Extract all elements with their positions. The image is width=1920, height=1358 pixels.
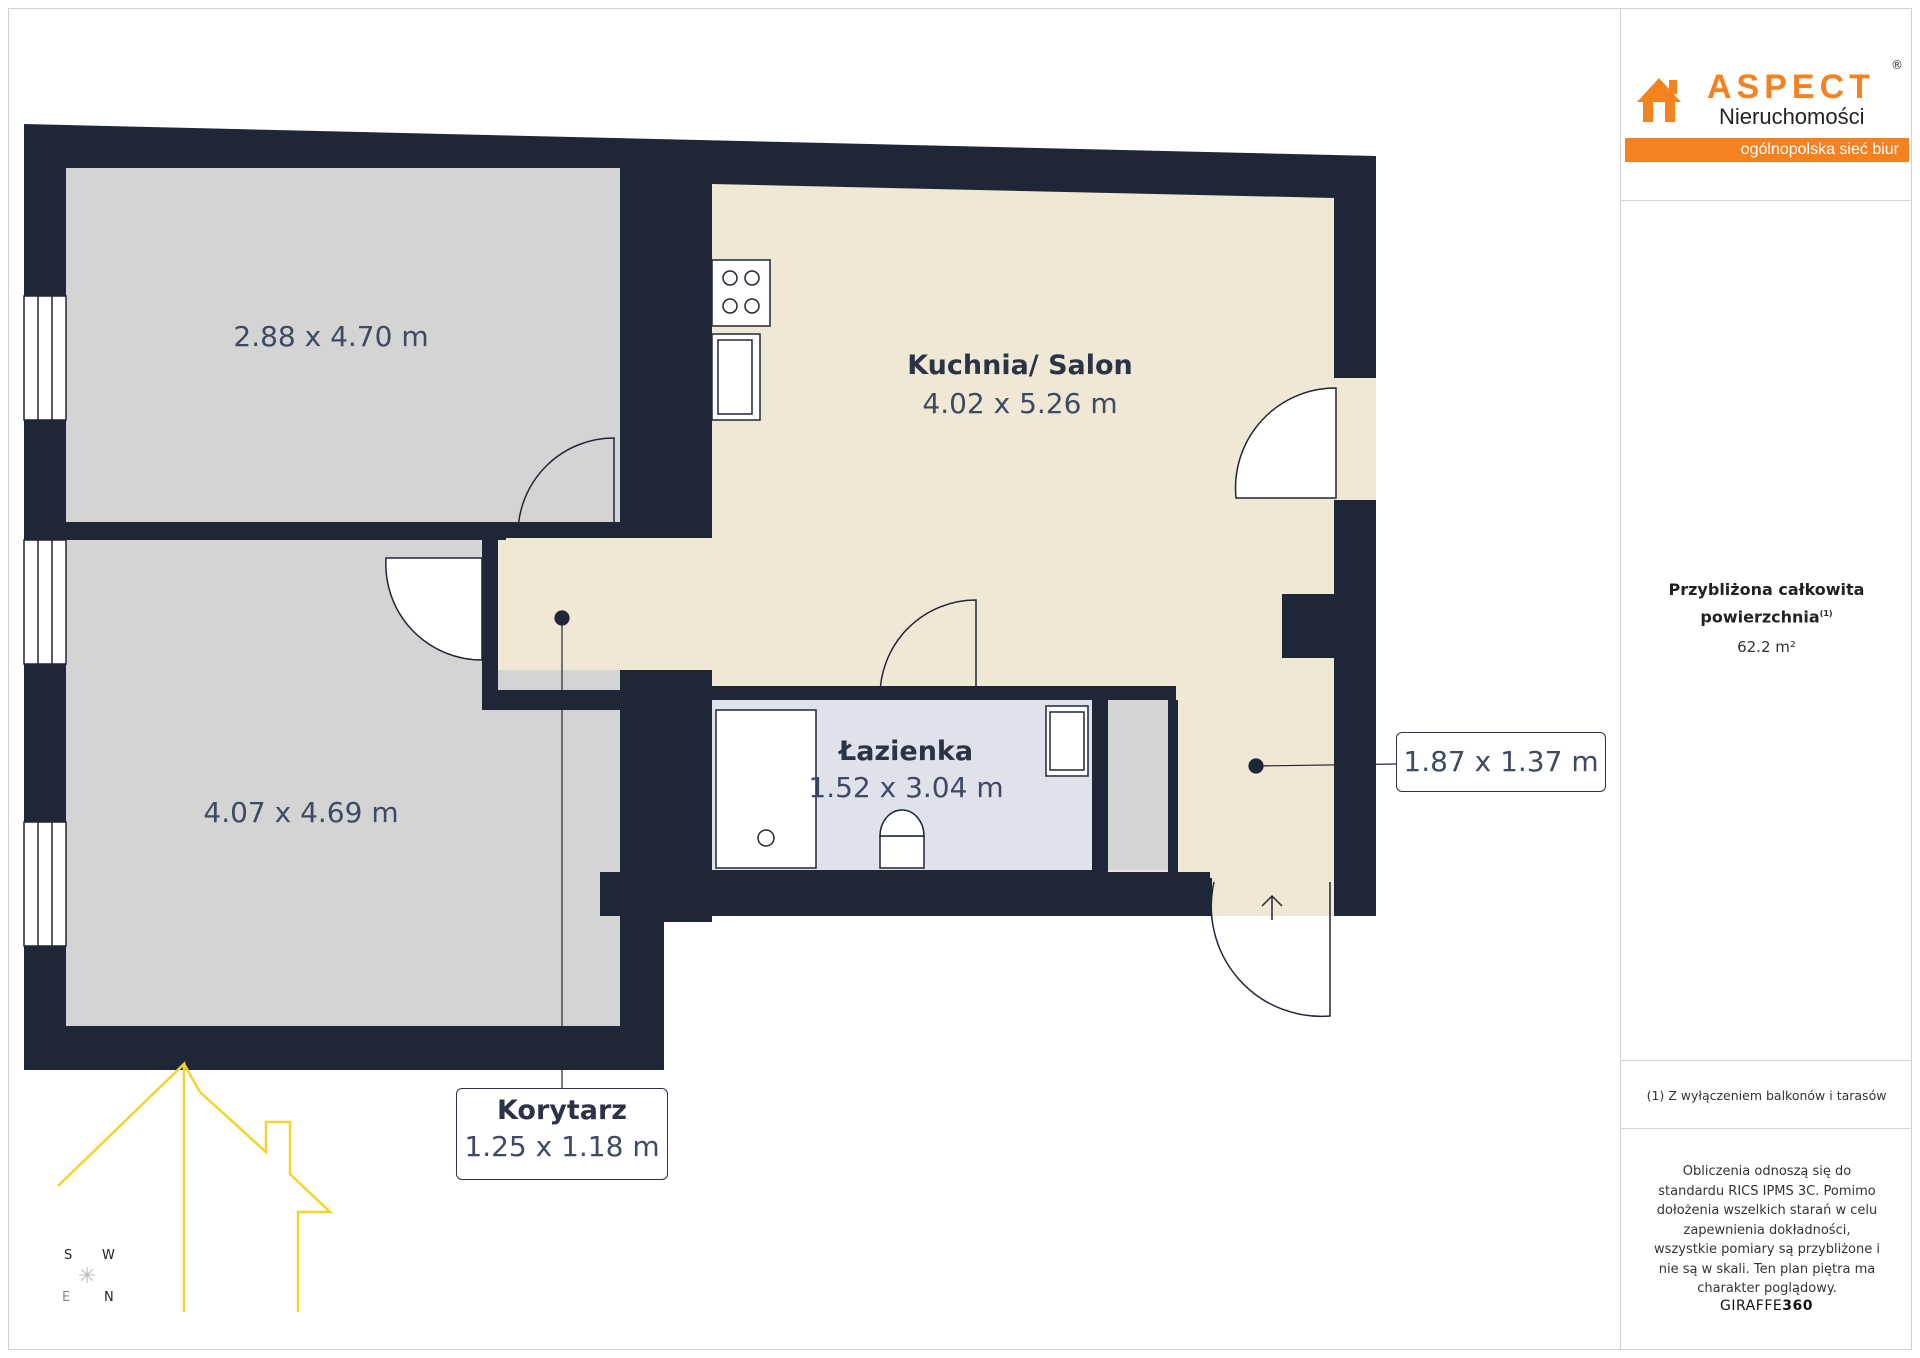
kitchen-floor (490, 184, 1334, 878)
door-swings (385, 387, 1337, 1018)
area-title-marker: (1) (1819, 609, 1833, 618)
room-entry-label: 1.87 x 1.37 m (1396, 732, 1606, 792)
wall-center-upper (620, 168, 712, 538)
room-dimensions: 4.07 x 4.69 m (203, 796, 399, 829)
room-dimensions: 4.02 x 5.26 m (922, 387, 1118, 420)
stove (711, 259, 771, 327)
closet-floor (1108, 700, 1168, 870)
disclaimer: Obliczenia odnoszą się do standardu RICS… (1654, 1164, 1880, 1296)
wall-bath-top2 (980, 686, 1176, 700)
wall-closet-right (1168, 700, 1178, 872)
info-panel: ASPECT ® Nieruchomości ogólnopolska sieć… (1620, 8, 1912, 1350)
room-dimensions: 1.52 x 3.04 m (808, 771, 1004, 804)
compass-w: W (102, 1248, 115, 1263)
room-dimensions: 1.25 x 1.18 m (464, 1130, 660, 1163)
divider (1621, 1128, 1912, 1129)
room-kitchen-label: Kuchnia/ Salon 4.02 x 5.26 m (870, 350, 1170, 420)
brand-giraffe360: GIRAFFE360 (1720, 1298, 1813, 1314)
toilet (879, 809, 925, 869)
divider (1621, 1060, 1912, 1061)
room-bathroom-label: Łazienka 1.52 x 3.04 m (776, 736, 1036, 804)
compass-star-icon: ✳ (78, 1264, 97, 1289)
house-logo-icon (1637, 78, 1681, 122)
compass-s: S (64, 1248, 73, 1263)
bath-sink (1045, 705, 1089, 777)
area-title-line2: powierzchnia(1) (1700, 607, 1833, 627)
compass-n: N (104, 1290, 114, 1305)
wall-pillar (1282, 594, 1334, 658)
wall-bed2-corridor (482, 540, 498, 710)
room-bedroom1-label: 2.88 x 4.70 m (186, 320, 476, 353)
corridor-floor (490, 538, 712, 670)
floor-plan (23, 124, 1397, 1312)
room-corridor-label: Korytarz 1.25 x 1.18 m (456, 1088, 668, 1180)
room-name: Korytarz (496, 1095, 628, 1126)
room-name: Łazienka (838, 736, 974, 767)
area-value: 62.2 m² (1737, 638, 1796, 656)
shower (715, 709, 817, 869)
wall-bed1-bed2 (66, 522, 506, 540)
divider (1621, 200, 1912, 201)
compass-e: E (62, 1290, 71, 1305)
page-frame (8, 8, 1912, 1350)
footnote: (1) Z wyłączeniem balkonów i tarasów (1646, 1088, 1887, 1103)
area-title: Przybliżona całkowita powierzchnia(1) (1621, 578, 1912, 629)
balcony-opening (1334, 378, 1376, 500)
logo-tagline: ogólnopolska sieć biur (1625, 138, 1909, 162)
logo-subtitle: Nieruchomości (1719, 104, 1865, 129)
logo-registered: ® (1891, 58, 1903, 72)
compass: S W E N ✳ (58, 1246, 128, 1306)
kitchen-sink (711, 333, 761, 421)
wall-corridor-bottom (482, 690, 624, 710)
logo-name: ASPECT (1707, 68, 1875, 106)
room-dimensions: 2.88 x 4.70 m (233, 320, 429, 353)
aspect-logo: ASPECT ® Nieruchomości ogólnopolska sieć… (1625, 58, 1909, 168)
wall-bath-bottom (600, 872, 1210, 916)
area-title-line1: Przybliżona całkowita (1668, 580, 1865, 599)
windows (23, 295, 67, 947)
room-dimensions: 1.87 x 1.37 m (1403, 745, 1599, 778)
wall-bath-right (1092, 700, 1108, 872)
leader-lines (554, 610, 1397, 1088)
entrance-arrow-icon (1261, 894, 1283, 920)
bedroom1-floor (66, 168, 620, 522)
wall-bath-top (712, 686, 976, 700)
room-bedroom2-label: 4.07 x 4.69 m (156, 796, 446, 829)
watermark-house (57, 1061, 334, 1312)
room-name: Kuchnia/ Salon (907, 350, 1133, 381)
